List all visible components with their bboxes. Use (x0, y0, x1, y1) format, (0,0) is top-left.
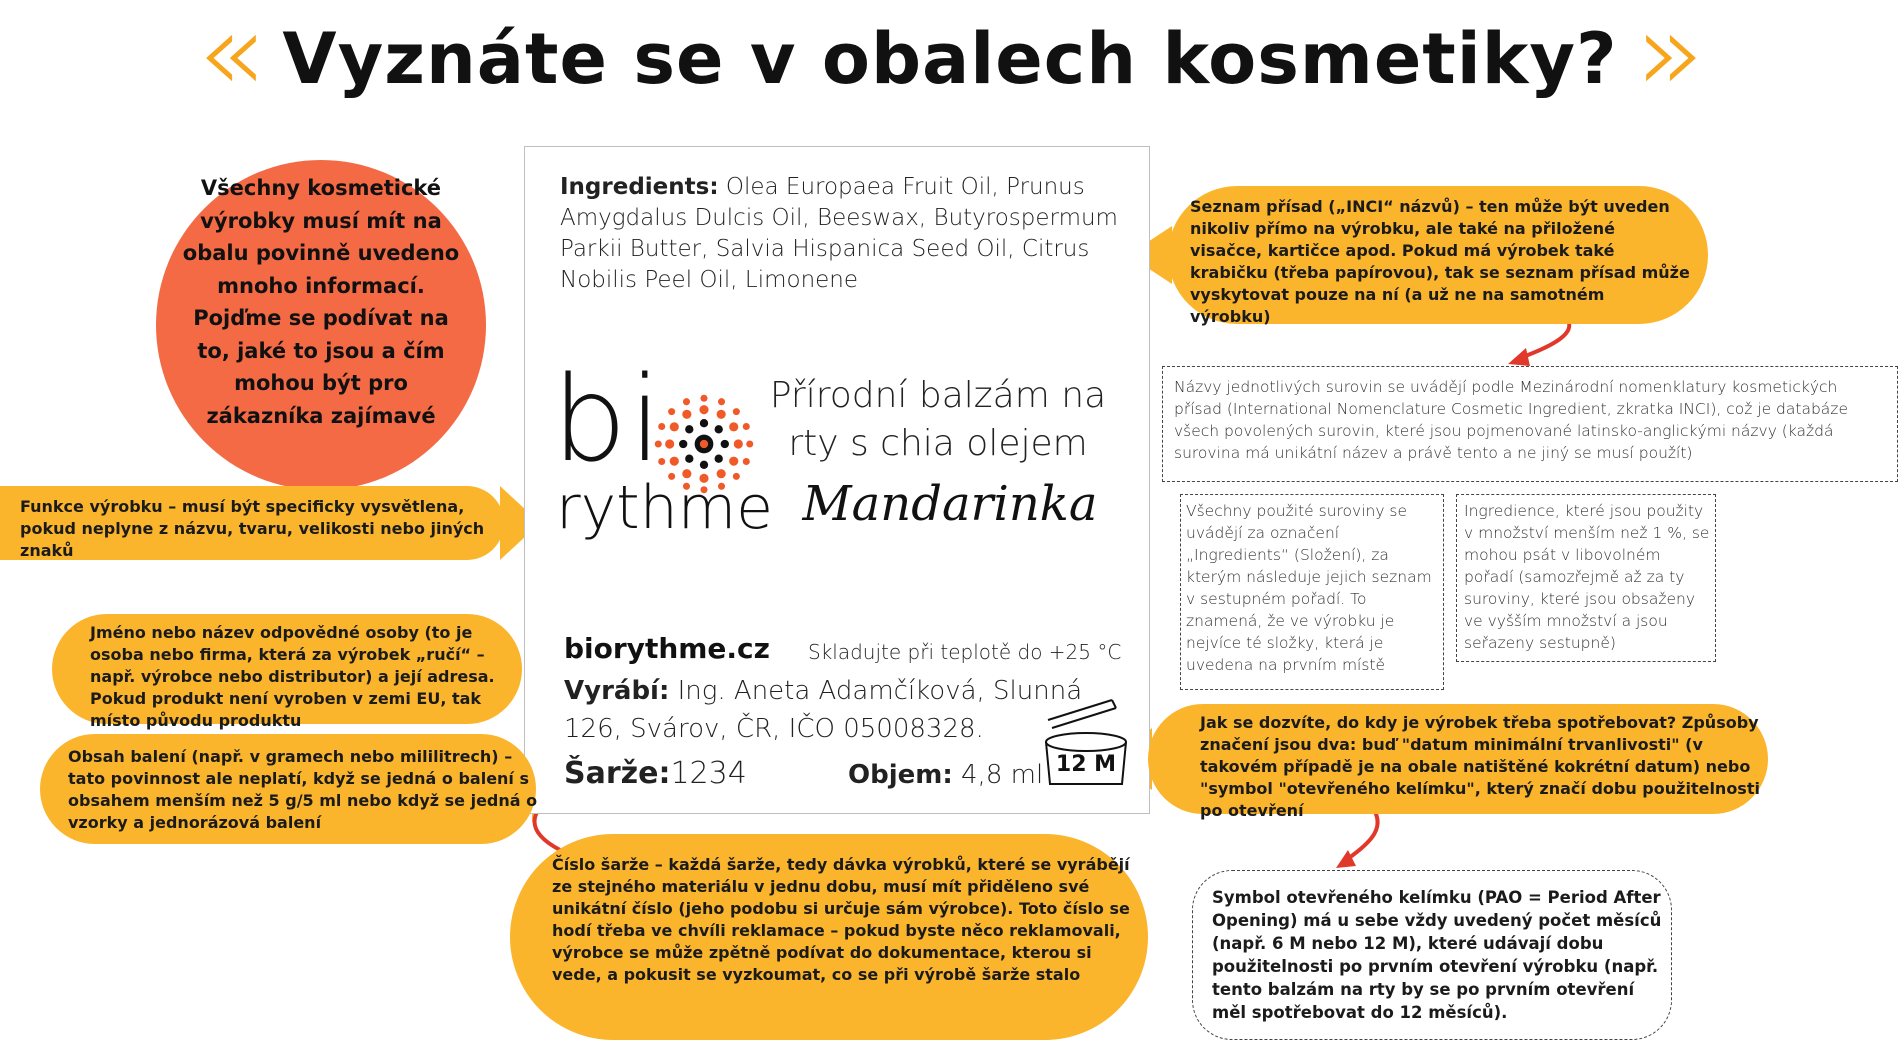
intro-text: Všechny kosmetické výrobky musí mít na o… (182, 176, 460, 428)
mandala-dot (665, 439, 675, 449)
mandala-dot (746, 440, 754, 448)
label-storage: Skladujte při teplotě do +25 °C (808, 640, 1122, 664)
mandala-dot (699, 419, 709, 428)
label-maker: Vyrábí: Ing. Aneta Adamčíková, Slunná 12… (564, 672, 1084, 748)
note-nazvy (1162, 366, 1898, 482)
callout-jmeno-text: Jméno nebo název odpovědné osoby (to je … (90, 623, 495, 730)
product-label (524, 146, 1150, 814)
logo-bi: bi (552, 350, 664, 488)
label-batch: Šarže:1234 (564, 756, 747, 791)
mandala-dot (742, 457, 750, 466)
title-left-chevron: « (195, 0, 265, 118)
mandala-dot (732, 408, 740, 416)
mandala-dot (699, 460, 709, 469)
mandala-dot (658, 422, 666, 431)
inci-pointer (1128, 226, 1172, 284)
mandala-dot (714, 454, 723, 463)
mandala-dot (732, 472, 740, 480)
maker-text: Ing. Aneta Adamčíková, Slunná 126, Sváro… (564, 676, 1083, 744)
label-ingredients: Ingredients: Olea Europaea Fruit Oil, Pr… (560, 172, 1130, 296)
mandala-dot (699, 473, 709, 483)
callout-jak-text: Jak se dozvíte, do kdy je výrobek třeba … (1200, 713, 1760, 820)
callout-inci (1168, 186, 1708, 324)
page-title: Vyznáte se v obalech kosmetiky? (282, 18, 1618, 100)
mandala-dot (717, 482, 726, 490)
callout-funkce-text: Funkce výrobku – musí být specificky vys… (20, 497, 485, 560)
volume-label: Objem: (848, 760, 953, 790)
mandala-dot (682, 482, 691, 490)
mandala-dot (682, 409, 692, 419)
callout-sarze-text: Číslo šarže – každá šarže, tedy dávka vý… (552, 855, 1130, 984)
callout-funkce (0, 486, 504, 560)
mandala-dot (668, 472, 676, 480)
mandala-dot (699, 439, 709, 449)
label-volume: Objem: 4,8 ml (848, 760, 1043, 790)
note-symbol (1192, 870, 1672, 1040)
mandala-dot (679, 439, 688, 449)
mandala-dot (654, 440, 662, 448)
mandala-dot (700, 486, 708, 494)
note-vsechny (1180, 494, 1444, 690)
volume-value: 4,8 ml (952, 760, 1044, 790)
mandala-dot (716, 469, 726, 479)
mandala-dot (733, 439, 743, 449)
mandala-dot (742, 422, 750, 431)
mandala-dot (668, 408, 676, 416)
mandala-dot (729, 456, 739, 466)
mandala-dot (714, 425, 723, 434)
callout-inci-text: Seznam přísad („INCI“ názvů) – ten může … (1190, 197, 1690, 326)
label-website: biorythme.cz (564, 632, 770, 665)
mandala-dot (669, 456, 679, 466)
open-jar-icon (1045, 699, 1127, 785)
note-nazvy-text: Názvy jednotlivých surovin se uvádějí po… (1174, 378, 1848, 462)
callout-obsah-text: Obsah balení (např. v gramech nebo milil… (68, 747, 538, 832)
mandala-dot (700, 394, 708, 402)
mandala-dot (720, 439, 729, 449)
jak-red-arrowhead (1336, 850, 1356, 868)
note-vsechny-text: Všechny použité suroviny se uvádějí za o… (1186, 502, 1432, 674)
funkce-pointer (500, 486, 540, 560)
callout-jmeno (52, 614, 522, 724)
mandala-logo-icon (654, 394, 754, 494)
logo-rythme: rythme (556, 473, 774, 543)
mandala-dot (658, 457, 666, 466)
batch-label: Šarže: (564, 756, 671, 791)
mandala-dot (716, 409, 726, 419)
note-symbol-text: Symbol otevřeného kelímku (PAO = Period … (1212, 888, 1662, 1022)
inci-red-arrowhead (1508, 348, 1530, 366)
mandala-dot (685, 454, 694, 463)
callout-sarze (510, 834, 1148, 1040)
mandala-dot (669, 422, 679, 432)
callout-obsah (40, 734, 536, 844)
mandala-dot (685, 425, 694, 434)
intro-circle (156, 160, 486, 490)
note-ingredience (1456, 494, 1716, 662)
ingredients-label: Ingredients: (560, 174, 719, 200)
mandala-dot (717, 398, 726, 406)
title-bar: « Vyznáte se v obalech kosmetiky? » (0, 0, 1900, 118)
title-right-chevron: » (1635, 0, 1705, 118)
mandala-dot (682, 469, 692, 479)
note-ingredience-text: Ingredience, které jsou použity v množst… (1464, 502, 1710, 652)
mandala-dot (699, 405, 709, 415)
maker-label: Vyrábí: (564, 676, 670, 706)
mandala-dot (729, 422, 739, 432)
pao-label: 12 M (1055, 752, 1117, 777)
batch-value: 1234 (670, 756, 747, 791)
product-variant: Mandarinka (802, 476, 1098, 532)
mandala-dot (682, 398, 691, 406)
product-name: Přírodní balzám na rty s chia olejem (769, 375, 1107, 464)
ingredients-text: Olea Europaea Fruit Oil, Prunus Amygdalu… (560, 174, 1118, 293)
callout-jak (1148, 704, 1768, 814)
